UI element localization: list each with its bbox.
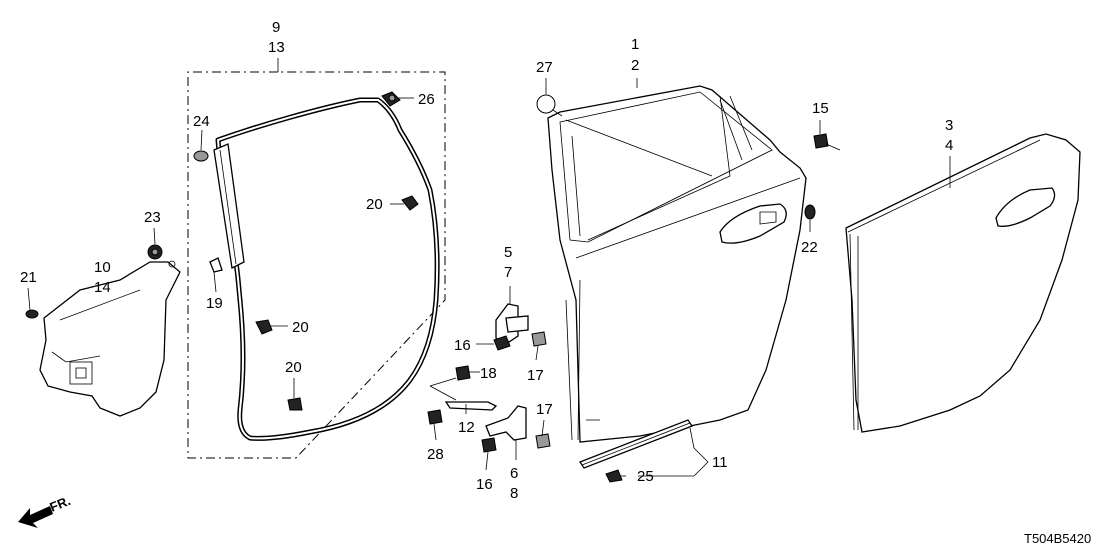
door-outer-skin xyxy=(845,133,1081,433)
label-13: 13 xyxy=(268,39,285,56)
grommet-22-icon xyxy=(804,204,816,220)
clip-19-icon xyxy=(209,257,223,273)
clip-21-icon xyxy=(25,309,39,319)
label-19: 19 xyxy=(206,295,223,312)
label-9: 9 xyxy=(272,19,280,36)
label-18: 18 xyxy=(480,365,497,382)
label-28: 28 xyxy=(427,446,444,463)
front-indicator-text: FR. xyxy=(48,493,73,515)
clip-24-icon xyxy=(193,150,209,162)
label-17a: 17 xyxy=(527,367,544,384)
label-1: 1 xyxy=(631,36,639,53)
label-4: 4 xyxy=(945,137,953,154)
bolt-18-icon xyxy=(455,365,471,381)
leader-lines xyxy=(27,78,951,477)
clip-25-icon xyxy=(605,469,623,483)
label-20a: 20 xyxy=(366,196,383,213)
bolt-16a-icon xyxy=(493,335,511,351)
label-16a: 16 xyxy=(454,337,471,354)
label-2: 2 xyxy=(631,57,639,74)
label-3: 3 xyxy=(945,117,953,134)
label-7: 7 xyxy=(504,264,512,281)
label-26: 26 xyxy=(418,91,435,108)
drawing-code: T504B5420 xyxy=(1024,531,1091,546)
label-8: 8 xyxy=(510,485,518,502)
label-22: 22 xyxy=(801,239,818,256)
label-21: 21 xyxy=(20,269,37,286)
clip-26-icon xyxy=(381,91,401,107)
label-17b: 17 xyxy=(536,401,553,418)
label-11: 11 xyxy=(712,454,728,471)
door-sill-molding xyxy=(579,419,693,469)
weatherstrip-group-outline xyxy=(187,58,446,459)
label-27: 27 xyxy=(536,59,553,76)
clip-20c-icon xyxy=(287,397,303,411)
part-labels: 9 13 26 24 20 23 10 14 21 19 20 20 1 2 2… xyxy=(20,19,953,502)
label-12: 12 xyxy=(458,419,475,436)
label-25: 25 xyxy=(637,468,654,485)
bolt-17b-icon xyxy=(535,433,551,449)
bolt-28-icon xyxy=(427,409,443,425)
front-direction-arrow-icon xyxy=(18,506,53,528)
door-checker xyxy=(444,401,498,411)
bolt-17a-icon xyxy=(531,331,547,347)
lower-door-hinge xyxy=(485,405,527,441)
door-weatherstrip xyxy=(215,97,440,441)
label-24: 24 xyxy=(193,113,210,130)
label-14: 14 xyxy=(94,279,111,296)
ring-27-icon xyxy=(536,94,556,114)
label-6: 6 xyxy=(510,465,518,482)
label-20b: 20 xyxy=(292,319,309,336)
bolt-16b-icon xyxy=(481,437,497,453)
door-frame-assembly xyxy=(547,85,807,443)
label-16b: 16 xyxy=(476,476,493,493)
grommet-23-icon xyxy=(147,244,163,260)
label-5: 5 xyxy=(504,244,512,261)
door-watershield xyxy=(39,260,181,417)
label-20c: 20 xyxy=(285,359,302,376)
label-23: 23 xyxy=(144,209,161,226)
clip-15-icon xyxy=(813,133,829,149)
clip-20a-icon xyxy=(401,195,419,211)
label-10: 10 xyxy=(94,259,111,276)
sub-seal-strip xyxy=(213,143,245,269)
upper-door-hinge xyxy=(495,303,529,345)
label-15: 15 xyxy=(812,100,829,117)
clip-20b-icon xyxy=(255,319,273,335)
